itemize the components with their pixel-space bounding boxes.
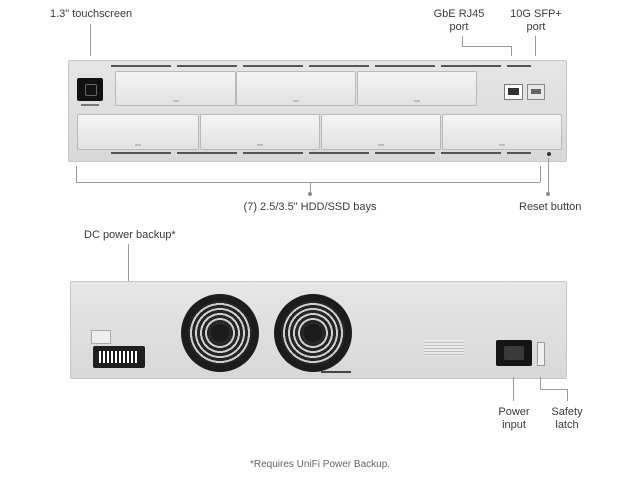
- rear-bottom-slot: [321, 371, 351, 373]
- bays-label: (7) 2.5/3.5" HDD/SSD bays: [243, 201, 377, 213]
- power-input-socket: [496, 340, 532, 366]
- rj45-leader-h: [462, 46, 511, 47]
- reset-label: Reset button: [519, 201, 582, 213]
- power-input-leader: [513, 377, 514, 401]
- rj45-port: [504, 84, 523, 100]
- dc-power-label: DC power backup*: [84, 229, 176, 241]
- drive-bay-2: [236, 71, 356, 106]
- drive-bay-6: [321, 114, 441, 150]
- front-chassis: [68, 60, 567, 162]
- dc-power-connector: [93, 346, 145, 368]
- safety-latch: [537, 342, 545, 366]
- front-bottom-vent: [111, 152, 531, 154]
- unifi-logo-mark: [81, 104, 99, 106]
- drive-bay-5: [200, 114, 320, 150]
- footnote: *Requires UniFi Power Backup.: [249, 459, 391, 470]
- bays-bracket-right: [540, 166, 541, 182]
- sfp-label: 10G SFP+port: [510, 8, 562, 33]
- bays-bracket-stem: [310, 182, 311, 193]
- rear-regulatory-label: [424, 340, 464, 356]
- latch-leader-h: [540, 389, 568, 390]
- drive-bay-4: [77, 114, 199, 150]
- reset-leader-dot: [546, 192, 550, 196]
- cooling-fan-right: [274, 294, 352, 372]
- touchscreen-label: 1.3" touchscreen: [50, 8, 133, 20]
- front-top-vent: [111, 65, 531, 67]
- sfp-leader: [535, 36, 536, 56]
- rear-chassis: [70, 281, 567, 379]
- touchscreen: [77, 78, 103, 101]
- latch-leader-v2: [567, 389, 568, 401]
- reset-button: [547, 152, 551, 156]
- touchscreen-leader: [90, 24, 91, 56]
- bays-bracket-dot: [308, 192, 312, 196]
- cooling-fan-left: [181, 294, 259, 372]
- drive-bay-3: [357, 71, 477, 106]
- bays-bracket-left: [76, 166, 77, 182]
- rj45-leader-v2: [511, 46, 512, 56]
- latch-leader-v1: [540, 377, 541, 389]
- rj45-leader-v1: [462, 36, 463, 46]
- rear-label-plate: [91, 330, 111, 344]
- drive-bay-1: [115, 71, 236, 106]
- drive-bay-7: [442, 114, 562, 150]
- bays-bracket-bottom: [76, 182, 540, 183]
- sfp-port: [527, 84, 545, 100]
- reset-leader: [548, 158, 549, 194]
